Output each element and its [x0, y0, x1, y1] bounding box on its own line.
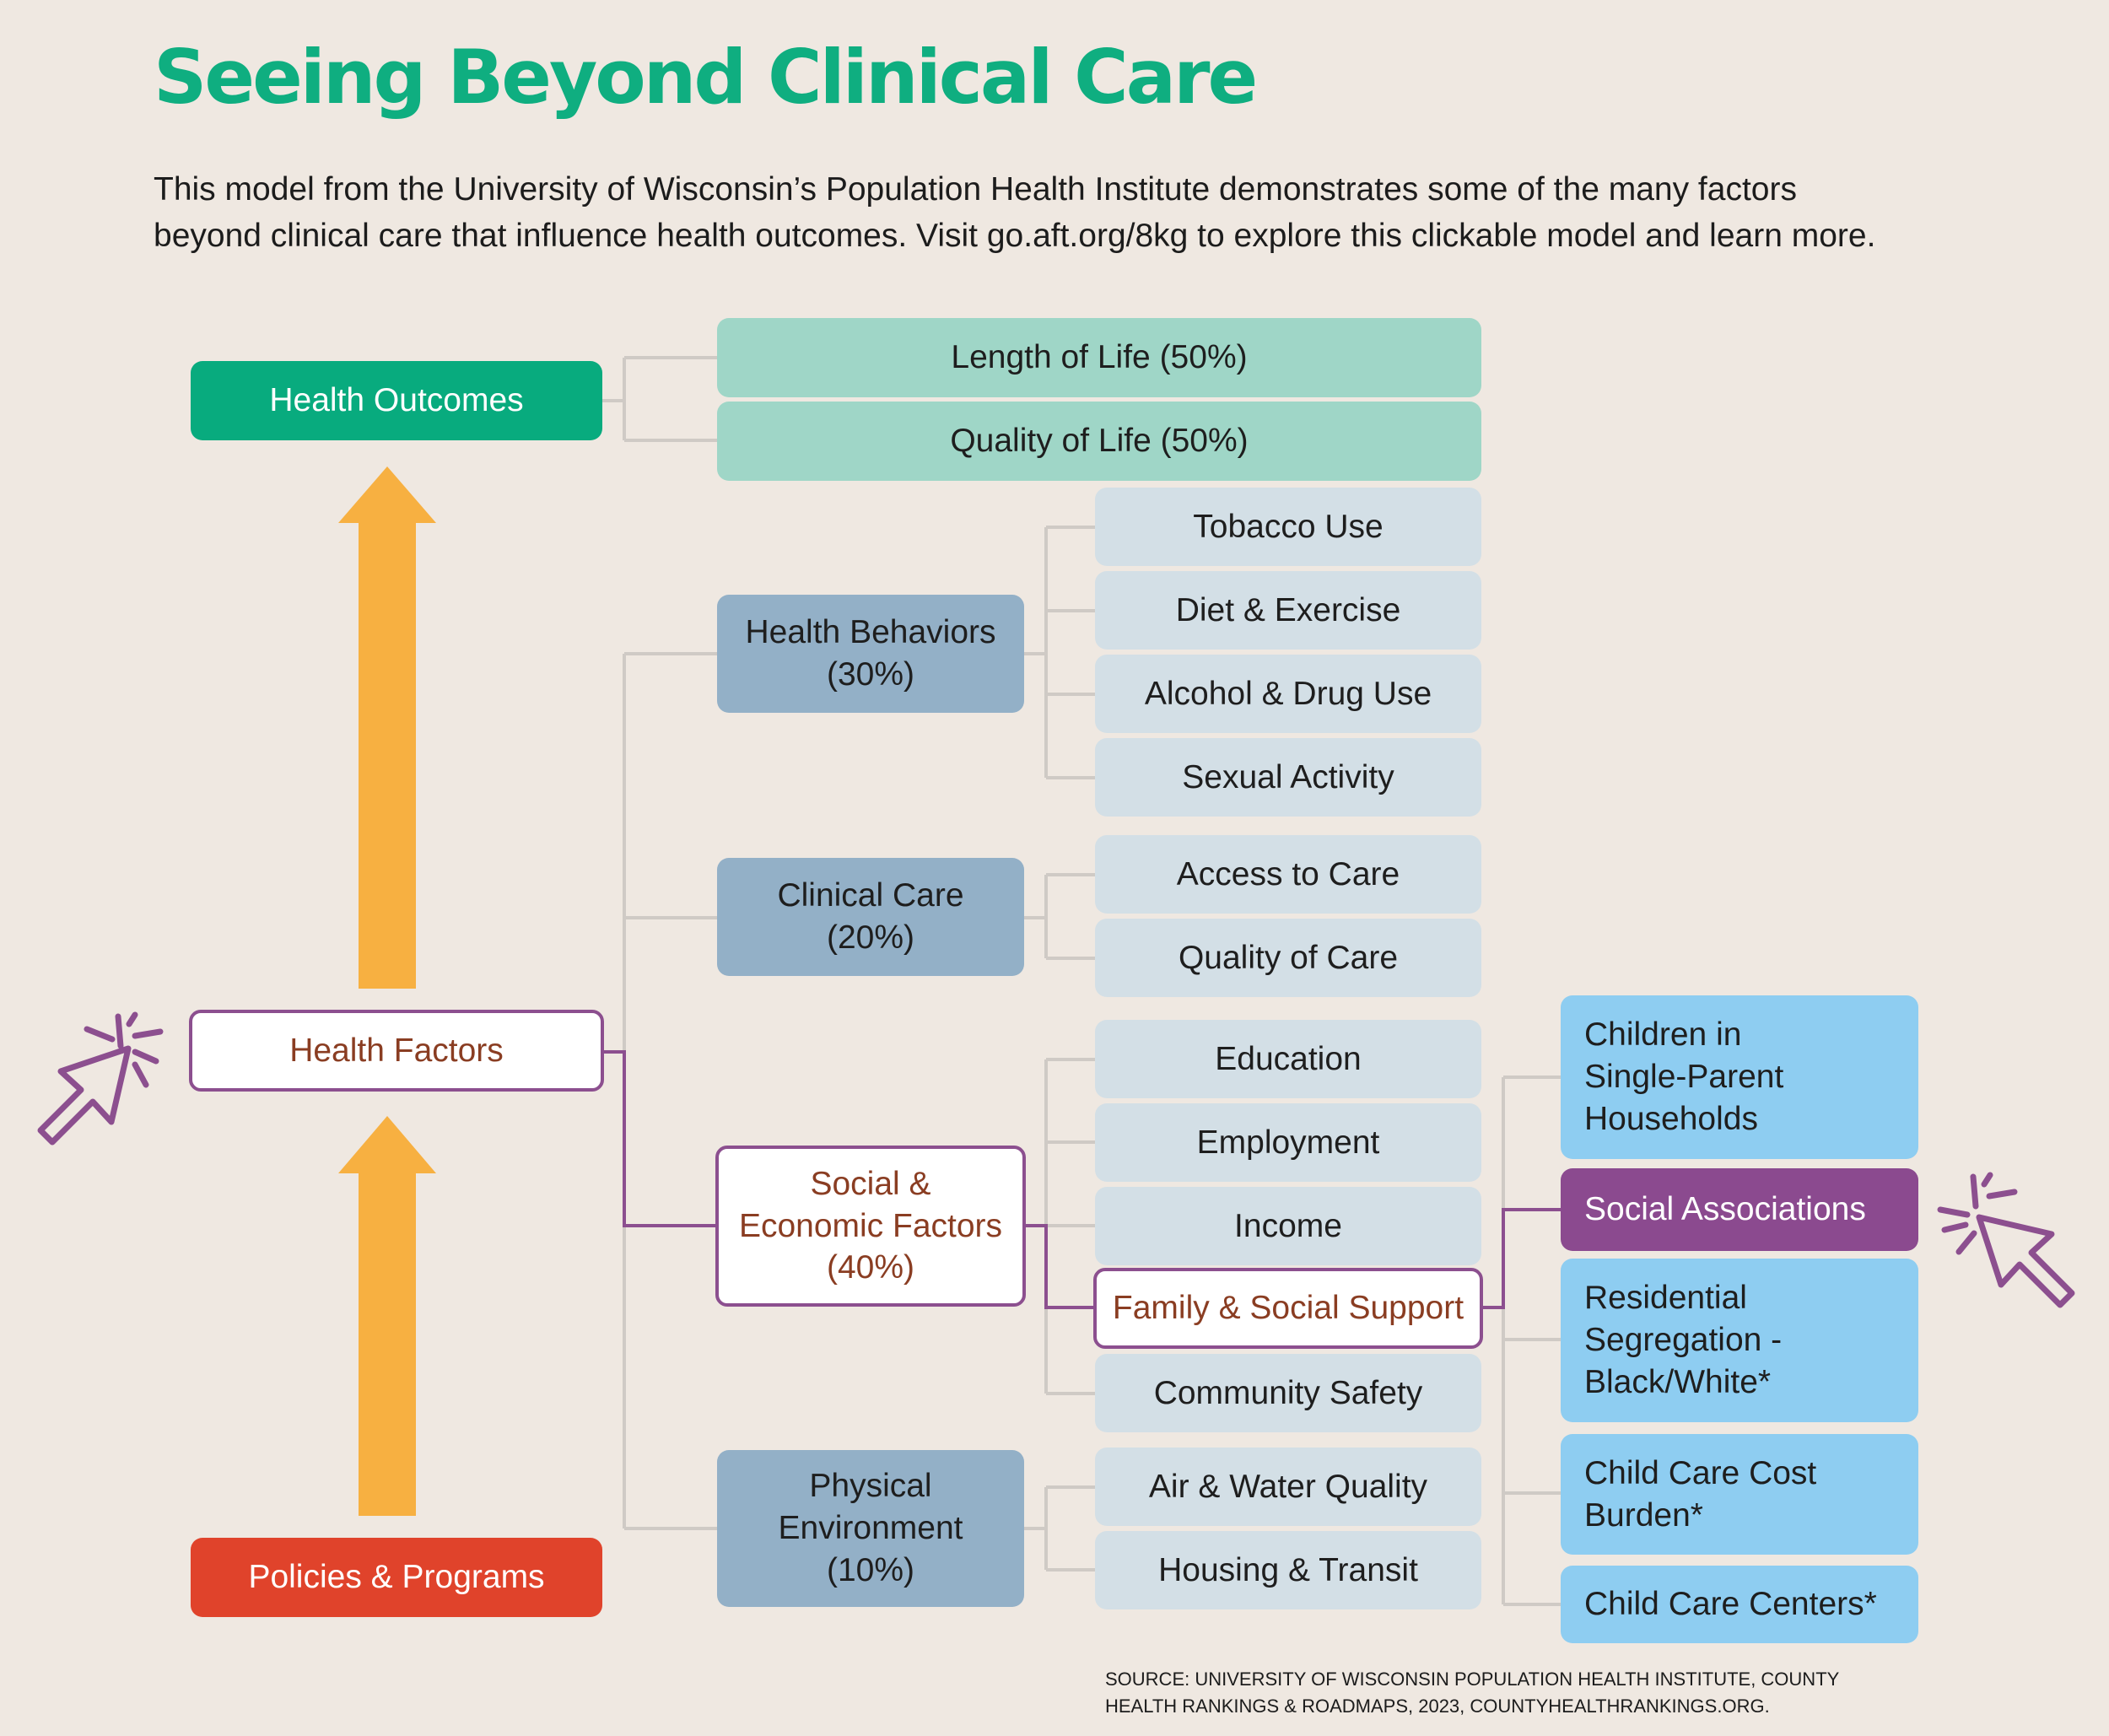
health-outcomes-box[interactable]: Health Outcomes	[191, 361, 602, 440]
physical-environment-label-line-2: Environment	[778, 1510, 963, 1547]
policies-programs-box[interactable]: Policies & Programs	[191, 1538, 602, 1617]
factor-item-label: Housing & Transit	[1158, 1551, 1418, 1588]
policies-programs-label: Policies & Programs	[248, 1559, 545, 1596]
factor-item-access-to-care[interactable]: Access to Care	[1095, 835, 1481, 914]
up-arrow-icon	[338, 466, 436, 989]
factor-item-label: Quality of Care	[1178, 939, 1399, 976]
subitem-child-care-cost-burden[interactable]: Child Care Cost Burden*	[1561, 1434, 1918, 1555]
social-economic-percent: (40%)	[826, 1249, 915, 1286]
clinical-care-label: Clinical Care	[777, 877, 964, 914]
factor-item-diet-exercise[interactable]: Diet & Exercise	[1095, 571, 1481, 650]
factor-item-label: Income	[1234, 1207, 1342, 1244]
source-note: SOURCE: UNIVERSITY OF WISCONSIN POPULATI…	[1105, 1666, 1949, 1720]
subitem-label: Social Associations	[1584, 1191, 1866, 1228]
factor-item-label: Tobacco Use	[1193, 508, 1384, 545]
health-behaviors-label: Health Behaviors	[745, 614, 996, 651]
factor-item-label: Air & Water Quality	[1148, 1468, 1428, 1505]
subitem-residential-segregation[interactable]: Residential Segregation - Black/White*	[1561, 1259, 1918, 1422]
subitem-label-line-2: Segregation -	[1584, 1322, 1783, 1359]
factor-item-income[interactable]: Income	[1095, 1187, 1481, 1265]
factor-item-label: Sexual Activity	[1182, 758, 1394, 795]
factor-item-label: Access to Care	[1176, 855, 1400, 892]
factor-item-community-safety[interactable]: Community Safety	[1095, 1354, 1481, 1432]
factor-item-sexual-activity[interactable]: Sexual Activity	[1095, 738, 1481, 817]
intro-text-line-1: This model from the University of Wiscon…	[154, 171, 1797, 208]
social-economic-factors-box[interactable]: Social & Economic Factors (40%)	[715, 1146, 1026, 1307]
physical-environment-percent: (10%)	[826, 1551, 915, 1588]
subitem-label-line-3: Black/White*	[1584, 1363, 1772, 1400]
subitem-label-line-2: Burden*	[1584, 1496, 1703, 1534]
factor-item-family-social-support[interactable]: Family & Social Support	[1093, 1268, 1483, 1349]
health-factors-box[interactable]: Health Factors	[189, 1010, 604, 1092]
factor-item-housing-transit[interactable]: Housing & Transit	[1095, 1531, 1481, 1609]
subitem-label-line-1: Residential	[1584, 1280, 1747, 1317]
subitem-label: Child Care Centers*	[1584, 1586, 1877, 1623]
subitem-children-single-parent[interactable]: Children in Single-Parent Households	[1561, 995, 1918, 1159]
social-economic-label-line-1: Social &	[810, 1165, 931, 1202]
health-behaviors-box[interactable]: Health Behaviors (30%)	[717, 595, 1024, 713]
health-behaviors-percent: (30%)	[826, 656, 915, 693]
factor-item-alcohol-drug-use[interactable]: Alcohol & Drug Use	[1095, 655, 1481, 733]
quality-of-life-label: Quality of Life (50%)	[950, 423, 1249, 460]
factor-item-label: Family & Social Support	[1112, 1290, 1464, 1327]
subitem-label-line-2: Single-Parent	[1584, 1059, 1784, 1096]
quality-of-life-box[interactable]: Quality of Life (50%)	[717, 402, 1481, 481]
length-of-life-box[interactable]: Length of Life (50%)	[717, 318, 1481, 397]
physical-environment-label-line-1: Physical	[809, 1468, 932, 1505]
subitem-label-line-1: Child Care Cost	[1584, 1454, 1817, 1491]
factor-item-label: Education	[1215, 1040, 1362, 1077]
factor-item-label: Employment	[1196, 1124, 1380, 1161]
factor-item-quality-of-care[interactable]: Quality of Care	[1095, 919, 1481, 997]
factor-item-education[interactable]: Education	[1095, 1020, 1481, 1098]
clinical-care-box[interactable]: Clinical Care (20%)	[717, 858, 1024, 976]
subitem-social-associations[interactable]: Social Associations	[1561, 1168, 1918, 1251]
cursor-click-icon	[37, 1011, 164, 1146]
page-title: Seeing Beyond Clinical Care	[154, 34, 1258, 121]
source-line-2: HEALTH RANKINGS & ROADMAPS, 2023, COUNTY…	[1105, 1695, 1770, 1717]
factor-item-label: Community Safety	[1153, 1374, 1423, 1411]
factor-item-label: Diet & Exercise	[1175, 591, 1401, 628]
factor-item-tobacco-use[interactable]: Tobacco Use	[1095, 488, 1481, 566]
subitem-child-care-centers[interactable]: Child Care Centers*	[1561, 1566, 1918, 1643]
up-arrow-icon	[338, 1116, 436, 1516]
source-line-1: SOURCE: UNIVERSITY OF WISCONSIN POPULATI…	[1105, 1669, 1840, 1690]
intro-text-line-2: beyond clinical care that influence heal…	[154, 218, 1876, 254]
physical-environment-box[interactable]: Physical Environment (10%)	[717, 1450, 1024, 1607]
social-economic-label-line-2: Economic Factors	[738, 1207, 1003, 1244]
health-factors-label: Health Factors	[289, 1032, 504, 1069]
length-of-life-label: Length of Life (50%)	[951, 339, 1248, 376]
subitem-label-line-3: Households	[1584, 1100, 1758, 1137]
subitem-label-line-1: Children in	[1584, 1016, 1742, 1054]
health-outcomes-label: Health Outcomes	[269, 382, 524, 419]
factor-item-employment[interactable]: Employment	[1095, 1103, 1481, 1182]
factor-item-air-water-quality[interactable]: Air & Water Quality	[1095, 1448, 1481, 1526]
clinical-care-percent: (20%)	[826, 919, 915, 956]
cursor-click-icon	[1937, 1172, 2075, 1308]
factor-item-label: Alcohol & Drug Use	[1144, 675, 1432, 712]
